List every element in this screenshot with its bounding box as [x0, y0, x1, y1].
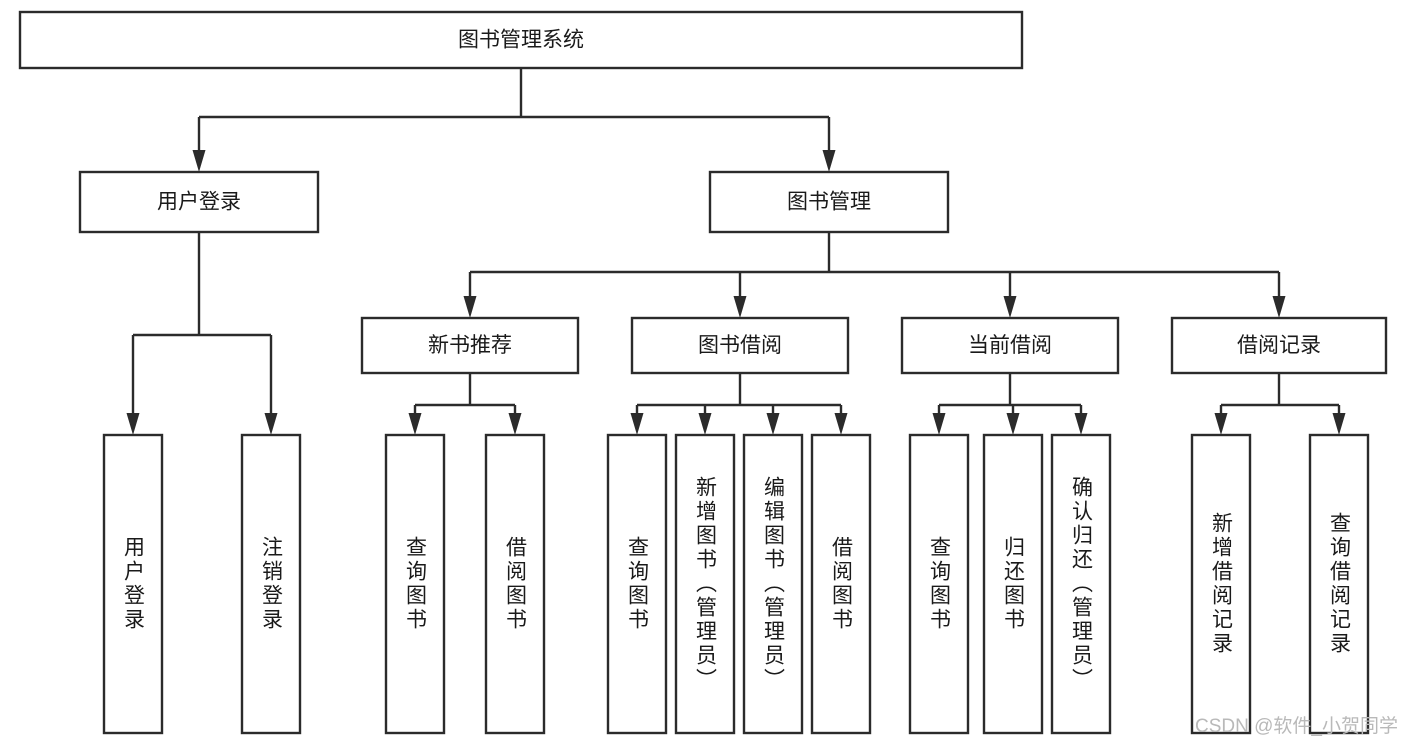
node-leaf-user-login-box[interactable]: [102, 433, 164, 735]
node-user-login[interactable]: 用户登录: [78, 170, 320, 234]
node-leaf-confirm-return-label: 确认归还（管理员）: [1070, 476, 1094, 692]
node-book-borrow-box[interactable]: [630, 316, 850, 375]
new-book-recommend-drop-0-arrowhead: [408, 413, 422, 435]
node-leaf-borrow-book-label: 借阅图书: [830, 536, 854, 632]
node-leaf-query-book-borrow[interactable]: 查询图书: [606, 433, 668, 735]
node-leaf-confirm-return[interactable]: 确认归还（管理员）: [1050, 433, 1112, 735]
node-leaf-add-book-box[interactable]: [674, 433, 736, 735]
current-borrow-drop-0-arrowhead: [932, 413, 946, 435]
node-book-management-label: 图书管理: [787, 191, 871, 214]
node-leaf-logout-box[interactable]: [240, 433, 302, 735]
node-root-library-system-box[interactable]: [18, 10, 1024, 70]
root-drop-1-arrowhead: [822, 150, 836, 172]
node-leaf-query-book-current-box[interactable]: [908, 433, 970, 735]
root-drop-0-arrowhead: [192, 150, 206, 172]
node-leaf-query-book-current[interactable]: 查询图书: [908, 433, 970, 735]
node-leaf-query-book-rec-box[interactable]: [384, 433, 446, 735]
node-new-book-recommend-box[interactable]: [360, 316, 580, 375]
node-leaf-logout[interactable]: 注销登录: [240, 433, 302, 735]
node-leaf-add-borrow-record-label: 新增借阅记录: [1210, 512, 1234, 656]
node-leaf-borrow-book-box[interactable]: [810, 433, 872, 735]
node-new-book-recommend-label: 新书推荐: [428, 334, 512, 357]
node-current-borrow-label: 当前借阅: [968, 334, 1052, 357]
node-leaf-query-borrow-record-box[interactable]: [1308, 433, 1370, 735]
node-leaf-borrow-book-rec[interactable]: 借阅图书: [484, 433, 546, 735]
node-current-borrow[interactable]: 当前借阅: [900, 316, 1120, 375]
node-leaf-logout-label: 注销登录: [260, 536, 284, 632]
node-leaf-user-login[interactable]: 用户登录: [102, 433, 164, 735]
borrow-record-drop-0-arrowhead: [1214, 413, 1228, 435]
user-login-drop-1-arrowhead: [264, 413, 278, 435]
node-user-login-box[interactable]: [78, 170, 320, 234]
node-root-library-system[interactable]: 图书管理系统: [18, 10, 1024, 70]
csdn-watermark: CSDN @软件_小贺同学: [1195, 715, 1398, 737]
book-borrow-drop-0-arrowhead: [630, 413, 644, 435]
node-current-borrow-box[interactable]: [900, 316, 1120, 375]
node-leaf-query-book-rec[interactable]: 查询图书: [384, 433, 446, 735]
node-leaf-add-book[interactable]: 新增图书（管理员）: [674, 433, 736, 735]
node-leaf-query-borrow-record[interactable]: 查询借阅记录: [1308, 433, 1370, 735]
node-user-login-label: 用户登录: [157, 191, 241, 214]
node-root-library-system-label: 图书管理系统: [458, 29, 584, 52]
book-mgmt-drop-3-arrowhead: [1272, 296, 1286, 318]
node-book-management-box[interactable]: [708, 170, 950, 234]
node-leaf-return-book[interactable]: 归还图书: [982, 433, 1044, 735]
node-book-borrow[interactable]: 图书借阅: [630, 316, 850, 375]
node-layer: 图书管理系统用户登录图书管理新书推荐图书借阅当前借阅借阅记录用户登录注销登录查询…: [18, 10, 1388, 735]
book-borrow-drop-2-arrowhead: [766, 413, 780, 435]
connector-layer: [126, 68, 1346, 435]
node-leaf-borrow-book[interactable]: 借阅图书: [810, 433, 872, 735]
node-leaf-return-book-box[interactable]: [982, 433, 1044, 735]
new-book-recommend-drop-1-arrowhead: [508, 413, 522, 435]
borrow-record-drop-1-arrowhead: [1332, 413, 1346, 435]
node-leaf-borrow-book-rec-box[interactable]: [484, 433, 546, 735]
node-leaf-query-book-rec-label: 查询图书: [404, 536, 428, 632]
node-new-book-recommend[interactable]: 新书推荐: [360, 316, 580, 375]
current-borrow-drop-1-arrowhead: [1006, 413, 1020, 435]
node-leaf-query-book-borrow-box[interactable]: [606, 433, 668, 735]
book-mgmt-drop-0-arrowhead: [463, 296, 477, 318]
node-leaf-add-book-label: 新增图书（管理员）: [694, 476, 718, 692]
node-leaf-add-borrow-record[interactable]: 新增借阅记录: [1190, 433, 1252, 735]
node-leaf-user-login-label: 用户登录: [122, 536, 146, 632]
book-borrow-drop-1-arrowhead: [698, 413, 712, 435]
node-leaf-query-book-borrow-label: 查询图书: [626, 536, 650, 632]
node-leaf-confirm-return-box[interactable]: [1050, 433, 1112, 735]
user-login-drop-0-arrowhead: [126, 413, 140, 435]
node-borrow-record-box[interactable]: [1170, 316, 1388, 375]
current-borrow-drop-2-arrowhead: [1074, 413, 1088, 435]
node-leaf-edit-book-box[interactable]: [742, 433, 804, 735]
node-leaf-add-borrow-record-box[interactable]: [1190, 433, 1252, 735]
node-leaf-query-book-current-label: 查询图书: [928, 536, 952, 632]
node-borrow-record-label: 借阅记录: [1237, 334, 1321, 357]
node-leaf-return-book-label: 归还图书: [1002, 536, 1026, 632]
book-mgmt-drop-2-arrowhead: [1003, 296, 1017, 318]
node-leaf-borrow-book-rec-label: 借阅图书: [504, 536, 528, 632]
node-book-management[interactable]: 图书管理: [708, 170, 950, 234]
node-book-borrow-label: 图书借阅: [698, 334, 782, 357]
node-leaf-query-borrow-record-label: 查询借阅记录: [1328, 512, 1352, 656]
node-leaf-edit-book[interactable]: 编辑图书（管理员）: [742, 433, 804, 735]
book-borrow-drop-3-arrowhead: [834, 413, 848, 435]
node-leaf-edit-book-label: 编辑图书（管理员）: [762, 476, 786, 692]
node-borrow-record[interactable]: 借阅记录: [1170, 316, 1388, 375]
book-mgmt-drop-1-arrowhead: [733, 296, 747, 318]
